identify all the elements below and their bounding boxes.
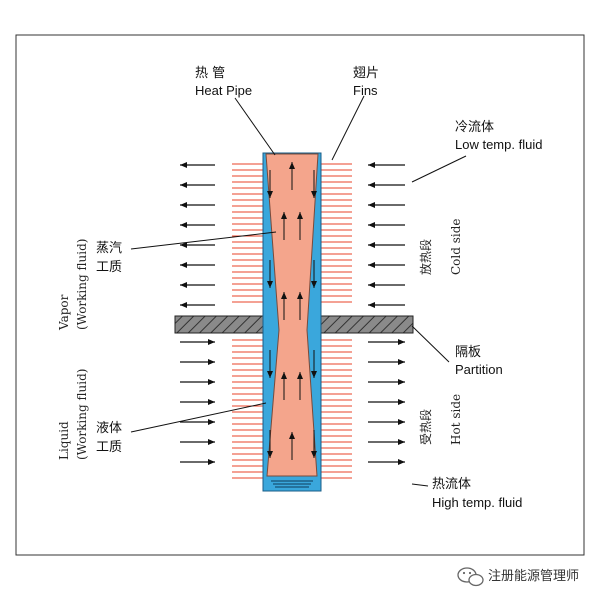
fins [232, 163, 352, 479]
vapor-label-en-2: (Working fluid) [75, 239, 89, 330]
leader-partition [411, 325, 450, 363]
leader-vapor [130, 231, 277, 250]
leader-high-temp [411, 483, 429, 487]
pipe-core [265, 153, 319, 477]
liquid-pool [271, 480, 313, 488]
leader-liquid [130, 402, 267, 433]
watermark-text: 注册能源管理师 [488, 569, 579, 584]
fins-label-en: Fins [353, 83, 378, 98]
low-temp-label-en: Low temp. fluid [455, 137, 542, 152]
hot-side-label-cn: 受热段 [418, 409, 433, 445]
liquid-label-cn-1: 液体 [96, 421, 122, 436]
pipe-internal-arrows [267, 162, 317, 460]
heat-pipe-label-en: Heat Pipe [195, 83, 252, 98]
heat-pipe-label-cn: 热 管 [195, 66, 225, 81]
liquid-label-en-2: (Working fluid) [75, 369, 89, 460]
fins-label-cn: 翅片 [353, 65, 379, 81]
cold-side-label-cn: 放热段 [418, 239, 433, 275]
leader-lines [130, 95, 467, 487]
partition-label-en: Partition [455, 362, 503, 377]
heat-pipe [262, 152, 322, 492]
low-temp-label-cn: 冷流体 [455, 120, 494, 135]
high-temp-label-en: High temp. fluid [432, 495, 522, 510]
wechat-icon [457, 567, 484, 587]
vapor-label-cn-2: 工质 [96, 260, 122, 275]
watermark: 注册能源管理师 [457, 567, 579, 587]
liquid-label-cn-2: 工质 [96, 440, 122, 455]
high-temp-label-cn: 热流体 [432, 477, 471, 492]
vapor-label-en-1: Vapor [57, 294, 71, 331]
flow-arrows [180, 162, 405, 465]
hot-side-label-en: Hot side [449, 394, 463, 445]
liquid-label-en-1: Liquid [57, 421, 71, 460]
cold-side-label-en: Cold side [449, 218, 463, 275]
partition-label-cn: 隔板 [455, 345, 481, 360]
leader-fins [331, 95, 365, 161]
leader-heat-pipe [234, 97, 276, 156]
leader-low-temp [411, 155, 467, 183]
diagram-frame [15, 34, 585, 556]
vapor-label-cn-1: 蒸汽 [96, 241, 122, 256]
